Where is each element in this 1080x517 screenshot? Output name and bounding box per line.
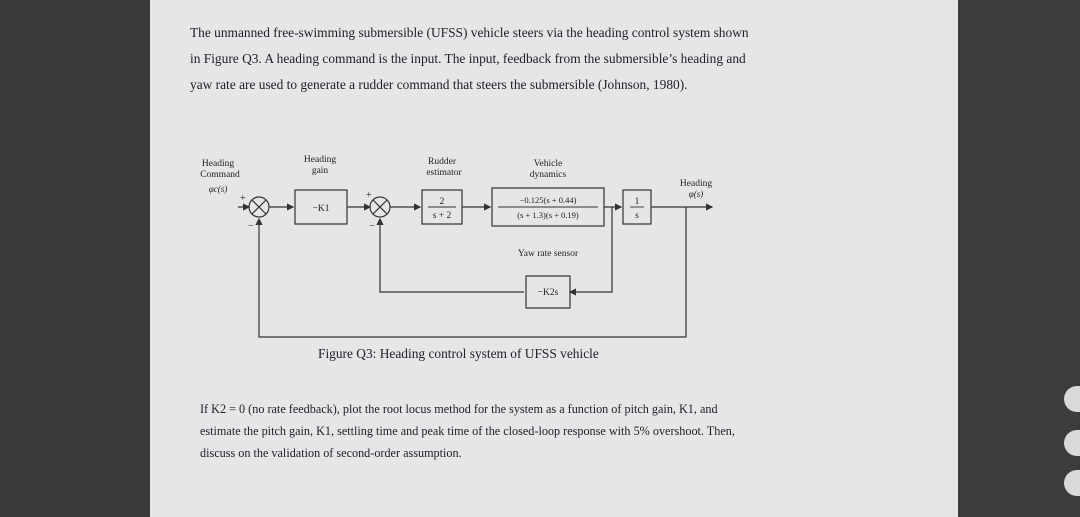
rudder-estimator-label-1: Rudder bbox=[428, 157, 457, 167]
output-label: Heading bbox=[680, 179, 712, 189]
integrator-num: 1 bbox=[635, 197, 640, 207]
vehicle-dynamics-label-2: dynamics bbox=[530, 170, 567, 180]
vehicle-den: (s + 1.3)(s + 0.19) bbox=[517, 210, 579, 220]
summing-junction-1 bbox=[248, 196, 270, 218]
yaw-rate-sensor-block bbox=[525, 275, 571, 309]
rudder-num: 2 bbox=[440, 197, 445, 207]
sum1-minus-sign: − bbox=[248, 221, 254, 232]
vehicle-dynamics-label-1: Vehicle bbox=[534, 159, 563, 169]
rudder-estimator-label-2: estimator bbox=[426, 168, 462, 178]
yaw-feedback-in bbox=[568, 207, 613, 296]
yaw-rate-sensor-block-text: −K2s bbox=[538, 288, 559, 298]
heading-command-label-2: Command bbox=[200, 170, 240, 180]
rudder-den: s + 2 bbox=[433, 211, 452, 221]
edge-button-2[interactable] bbox=[1064, 430, 1080, 456]
edge-button-3[interactable] bbox=[1064, 470, 1080, 496]
output-symbol: φ(s) bbox=[689, 189, 703, 199]
sum2-plus-sign: + bbox=[366, 190, 372, 201]
figure-caption: Figure Q3: Heading control system of UFS… bbox=[318, 346, 599, 361]
heading-gain-block-text: −K1 bbox=[313, 204, 330, 214]
heading-command-label-1: Heading bbox=[202, 159, 234, 169]
edge-button-1[interactable] bbox=[1064, 386, 1080, 412]
sum2-minus-sign: − bbox=[369, 221, 375, 232]
summing-junction-2 bbox=[369, 196, 391, 218]
input-symbol: φc(s) bbox=[209, 184, 227, 194]
heading-gain-block bbox=[294, 189, 348, 225]
vehicle-dynamics-block bbox=[491, 187, 605, 227]
integrator-den: s bbox=[635, 211, 639, 221]
vehicle-num: −0.125(s + 0.44) bbox=[520, 195, 577, 205]
dark-background bbox=[958, 0, 1080, 517]
yaw-rate-sensor-label: Yaw rate sensor bbox=[518, 249, 579, 259]
rudder-estimator-block bbox=[421, 189, 463, 225]
question-paragraph: If K2 = 0 (no rate feedback), plot the r… bbox=[200, 402, 735, 460]
intro-paragraph: The unmanned free-swimming submersible (… bbox=[190, 25, 749, 92]
integrator-block bbox=[622, 189, 652, 225]
yaw-feedback-out bbox=[376, 217, 524, 293]
heading-gain-label-1: Heading bbox=[304, 155, 336, 165]
heading-gain-label-2: gain bbox=[312, 166, 329, 176]
textbook-page bbox=[150, 0, 958, 517]
heading-feedback-path bbox=[255, 207, 687, 338]
sum1-plus-sign: + bbox=[240, 193, 246, 204]
